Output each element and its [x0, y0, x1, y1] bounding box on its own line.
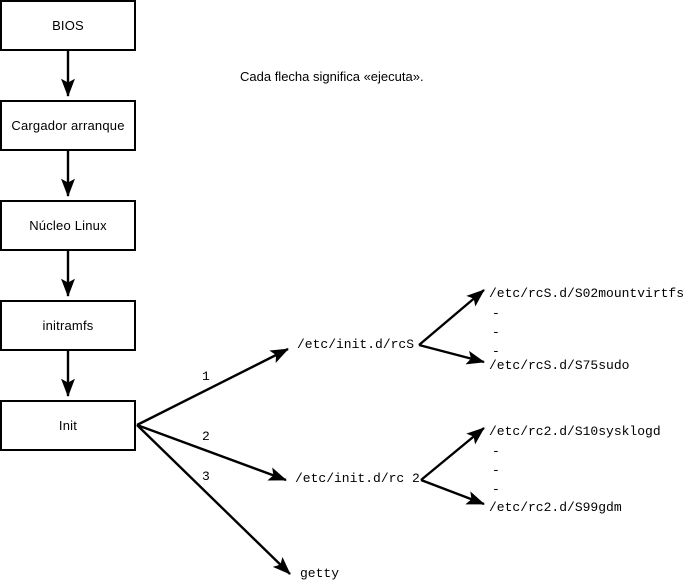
ellipsis-dash: - [492, 325, 500, 340]
ellipsis-dash: - [492, 444, 500, 459]
edge-init-to-rc2 [136, 423, 287, 482]
leaf-rc2-ellipsis: - - - [492, 442, 500, 499]
leaf-rcs-last: /etc/rcS.d/S75sudo [489, 358, 630, 373]
stage-box-kernel-label: Núcleo Linux [29, 218, 107, 233]
script-node-getty: getty [300, 566, 340, 581]
stage-box-bootloader: Cargador arranque [0, 100, 136, 151]
leaf-rcs-first: /etc/rcS.d/S02mountvirtfs [489, 286, 684, 301]
leaf-rcs-ellipsis: - - - [492, 304, 500, 361]
edge-rcs-to-first-script [418, 289, 485, 346]
edge-init-to-rcs [136, 347, 289, 427]
edge-rcs-to-last-script [418, 343, 485, 365]
stage-box-initramfs-label: initramfs [42, 318, 94, 333]
edge-label-1: 1 [202, 369, 210, 384]
stage-box-kernel: Núcleo Linux [0, 200, 136, 251]
stage-box-bios-label: BIOS [52, 18, 84, 33]
legend-note: Cada flecha significa «ejecuta». [240, 69, 424, 84]
edge-rc2-to-first-script [420, 427, 485, 481]
script-node-rc2: /etc/init.d/rc 2 [295, 471, 420, 486]
ellipsis-dash: - [492, 306, 500, 321]
ellipsis-dash: - [492, 482, 500, 497]
stage-box-init-label: Init [58, 418, 78, 433]
ellipsis-dash: - [492, 463, 500, 478]
stage-box-init: Init [0, 400, 136, 451]
script-node-rcs: /etc/init.d/rcS [297, 337, 415, 352]
ellipsis-dash: - [492, 344, 500, 359]
leaf-rc2-first: /etc/rc2.d/S10sysklogd [489, 424, 661, 439]
stage-box-bios: BIOS [0, 0, 136, 51]
edge-label-3: 3 [202, 469, 210, 484]
leaf-rc2-last: /etc/rc2.d/S99gdm [489, 500, 622, 515]
stage-box-initramfs: initramfs [0, 300, 136, 351]
edge-rc2-to-last-script [420, 478, 485, 506]
edge-init-to-getty [136, 424, 291, 575]
edge-label-2: 2 [202, 429, 210, 444]
stage-box-bootloader-label: Cargador arranque [11, 118, 125, 133]
